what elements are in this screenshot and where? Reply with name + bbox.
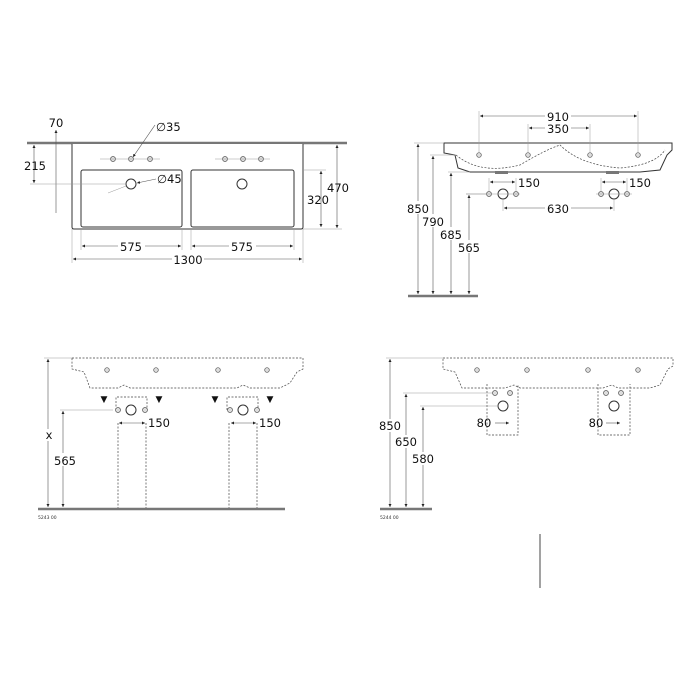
front-view-pedestal-drawing: ▼ ▼ ▼ ▼ 150 150 x 565 5243 00 xyxy=(38,357,304,521)
product-code: 5244 00 xyxy=(380,515,399,521)
dim-565: 565 xyxy=(458,241,480,255)
dim-x: x xyxy=(46,428,53,442)
washbasin-section xyxy=(443,142,673,173)
product-code: 5243 00 xyxy=(38,515,57,521)
left-drain xyxy=(125,178,137,190)
tap-hole-diameter: ∅35 xyxy=(156,120,181,134)
drain-diameter: ∅45 xyxy=(157,172,182,186)
svg-text:▼: ▼ xyxy=(101,395,108,405)
dim-575-left: 575 xyxy=(120,240,142,254)
tap-holes-front xyxy=(104,367,270,373)
dim-150-right: 150 xyxy=(259,416,281,430)
top-view-drawing: 70 215 320 470 575 575 1300 ∅35 ∅45 xyxy=(24,116,349,267)
dim-910: 910 xyxy=(547,110,569,124)
dim-850: 850 xyxy=(407,202,429,216)
dim-80-left: 80 xyxy=(477,416,492,430)
left-semipedestal xyxy=(486,384,519,436)
dim-1300: 1300 xyxy=(173,253,202,267)
svg-text:▼: ▼ xyxy=(156,395,163,405)
right-drain xyxy=(236,178,248,190)
dim-80-right: 80 xyxy=(589,416,604,430)
dim-630: 630 xyxy=(547,202,569,216)
side-view-drawing: 910 350 150 150 630 850 790 685 xyxy=(405,109,673,298)
dim-575-right: 575 xyxy=(231,240,253,254)
dim-70: 70 xyxy=(49,116,64,130)
svg-text:▼: ▼ xyxy=(267,395,274,405)
dim-790: 790 xyxy=(422,215,444,229)
washbasin-outline-hidden xyxy=(71,357,304,389)
right-pedestal xyxy=(226,396,259,509)
dim-565: 565 xyxy=(54,454,76,468)
right-bowl xyxy=(190,169,295,228)
right-semipedestal xyxy=(597,384,631,436)
dim-215: 215 xyxy=(24,159,46,173)
dim-320: 320 xyxy=(307,193,329,207)
svg-text:▼: ▼ xyxy=(212,395,219,405)
tap-holes xyxy=(100,156,270,162)
dim-580: 580 xyxy=(412,452,434,466)
left-pedestal xyxy=(115,396,148,509)
dim-650: 650 xyxy=(395,435,417,449)
dim-850: 850 xyxy=(379,419,401,433)
washbasin-outline-hidden xyxy=(442,357,674,389)
dim-150-left: 150 xyxy=(148,416,170,430)
front-view-semipedestal-drawing: 80 80 850 650 580 5244 00 xyxy=(377,357,674,521)
tap-holes-side xyxy=(476,152,641,158)
waste-connections xyxy=(466,188,632,200)
tap-holes-front xyxy=(474,367,641,373)
dim-470: 470 xyxy=(327,181,349,195)
dim-150-right: 150 xyxy=(629,176,651,190)
mounting-arrows: ▼ ▼ ▼ ▼ xyxy=(101,395,274,405)
dim-150-left: 150 xyxy=(518,176,540,190)
dim-685: 685 xyxy=(440,228,462,242)
dim-350: 350 xyxy=(547,122,569,136)
